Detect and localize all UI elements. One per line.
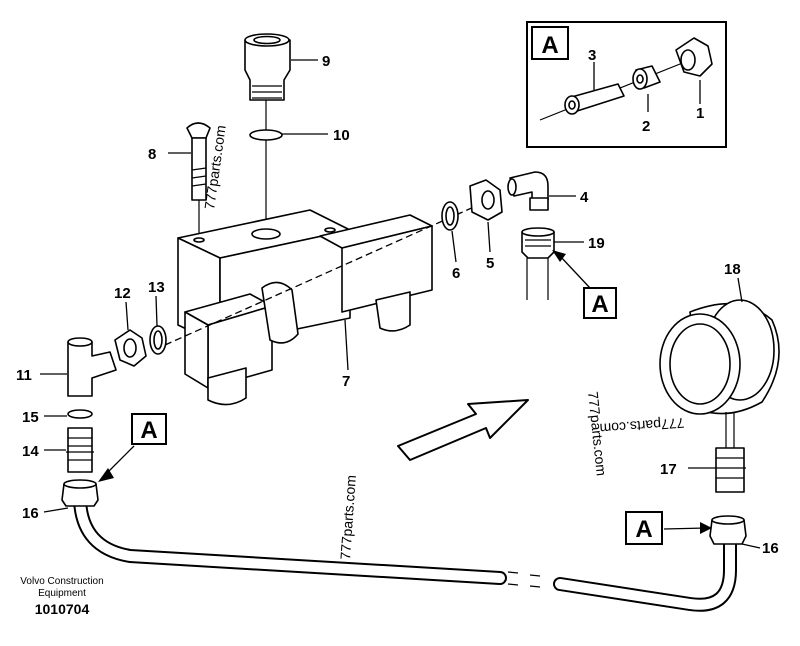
callout-3: 3 — [588, 47, 596, 64]
callout-8: 8 — [148, 146, 156, 163]
callout-2: 2 — [642, 118, 650, 135]
inset-label: A — [541, 32, 558, 59]
callout-1: 1 — [696, 105, 704, 122]
watermark-4: 777parts.com — [599, 415, 685, 437]
callout-17: 17 — [660, 461, 677, 478]
part-14-nipple: 14 — [22, 427, 94, 473]
part-17-nipple: 17 — [660, 412, 746, 493]
callout-4: 4 — [580, 189, 589, 206]
watermark-2: 777parts.com — [337, 474, 359, 560]
callout-9: 9 — [322, 53, 330, 70]
part-7-valve-block: 7 — [177, 209, 433, 406]
drawing-number: 1010704 — [35, 601, 90, 617]
part-5-nut: 5 — [469, 179, 503, 272]
callout-14: 14 — [22, 443, 39, 460]
part-11-tee: 11 — [16, 337, 117, 397]
part-8-bolt: 8 — [148, 122, 211, 240]
callout-12: 12 — [114, 285, 131, 302]
manufacturer-line-2: Equipment — [38, 588, 86, 599]
flow-direction-arrow — [397, 399, 529, 461]
callout-7: 7 — [342, 373, 350, 390]
part-9-plug: 9 — [244, 33, 330, 130]
part-12-nut: 12 — [114, 285, 147, 367]
callout-13: 13 — [148, 279, 165, 296]
callout-18: 18 — [724, 261, 741, 278]
part-18-gauge: 18 — [659, 261, 780, 415]
inset-detail-a: A 3 2 1 — [526, 21, 727, 148]
callout-11: 11 — [16, 367, 32, 384]
callout-16-right: 16 — [762, 540, 779, 557]
part-4-elbow: 4 — [507, 171, 589, 211]
ref-a-left-label: A — [140, 417, 157, 444]
part-15-seal: 15 — [22, 409, 93, 426]
callout-5: 5 — [486, 255, 494, 272]
callout-15: 15 — [22, 409, 39, 426]
part-16-tube: 16 16 — [22, 479, 779, 612]
part-10-seal: 10 — [249, 127, 350, 225]
callout-10: 10 — [333, 127, 350, 144]
ref-a-upper-right-label: A — [591, 291, 608, 318]
part-13-seal: 13 — [148, 279, 167, 355]
callout-19: 19 — [588, 235, 605, 252]
ref-a-bottom-right: A — [625, 511, 712, 545]
part-19-fitting: 19 — [521, 227, 605, 300]
callout-6: 6 — [452, 265, 460, 282]
callout-16-left: 16 — [22, 505, 39, 522]
ref-a-bottom-right-label: A — [635, 516, 652, 543]
manufacturer-line-1: Volvo Construction — [20, 576, 103, 587]
part-6-seal: 6 — [441, 201, 460, 282]
ref-a-upper-right: A — [552, 250, 617, 319]
assembly-axis — [164, 201, 486, 346]
ref-a-left: A — [98, 413, 167, 482]
